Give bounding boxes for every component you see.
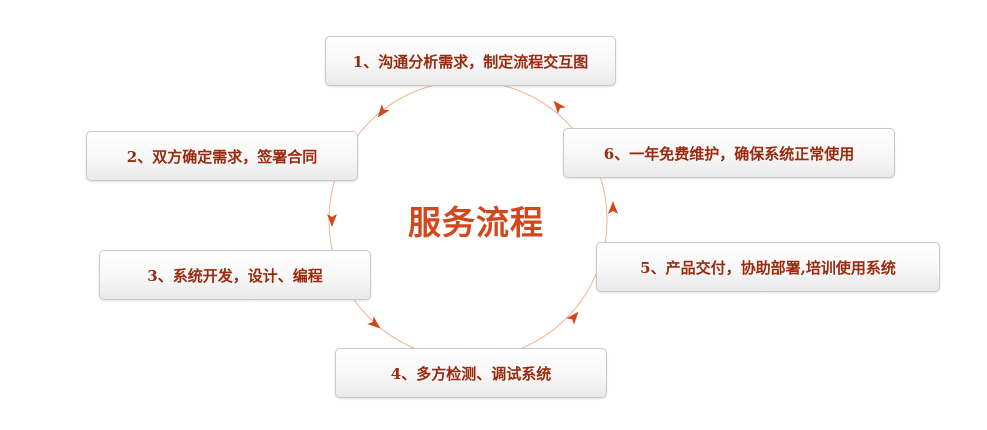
step-3-box: 3、系统开发，设计、编程 (99, 250, 371, 300)
step-5-label: 5、产品交付，协助部署,培训使用系统 (640, 258, 896, 277)
step-5-box: 5、产品交付，协助部署,培训使用系统 (596, 242, 940, 292)
step-4-box: 4、多方检测、调试系统 (335, 348, 607, 398)
step-4-label: 4、多方检测、调试系统 (390, 364, 552, 383)
cycle-arrows (327, 100, 618, 329)
diagram-title: 服务流程 (408, 203, 544, 242)
step-6-box: 6、一年免费维护，确保系统正常使用 (563, 128, 895, 178)
cycle-arrow-icon (608, 201, 618, 214)
step-6-label: 6、一年免费维护，确保系统正常使用 (603, 144, 855, 163)
cycle-arrow-icon (377, 104, 390, 118)
step-2-label: 2、双方确定需求，签署合同 (126, 147, 318, 166)
step-1-label: 1、沟通分析需求，制定流程交互图 (352, 52, 589, 71)
cycle-arrow-icon (327, 214, 337, 227)
step-3-label: 3、系统开发，设计、编程 (147, 266, 323, 285)
step-1-box: 1、沟通分析需求，制定流程交互图 (325, 36, 616, 86)
cycle-arrow-icon (566, 311, 579, 325)
cycle-arrow-icon (553, 100, 566, 114)
cycle-arrow-icon (367, 316, 381, 329)
step-2-box: 2、双方确定需求，签署合同 (86, 131, 358, 181)
